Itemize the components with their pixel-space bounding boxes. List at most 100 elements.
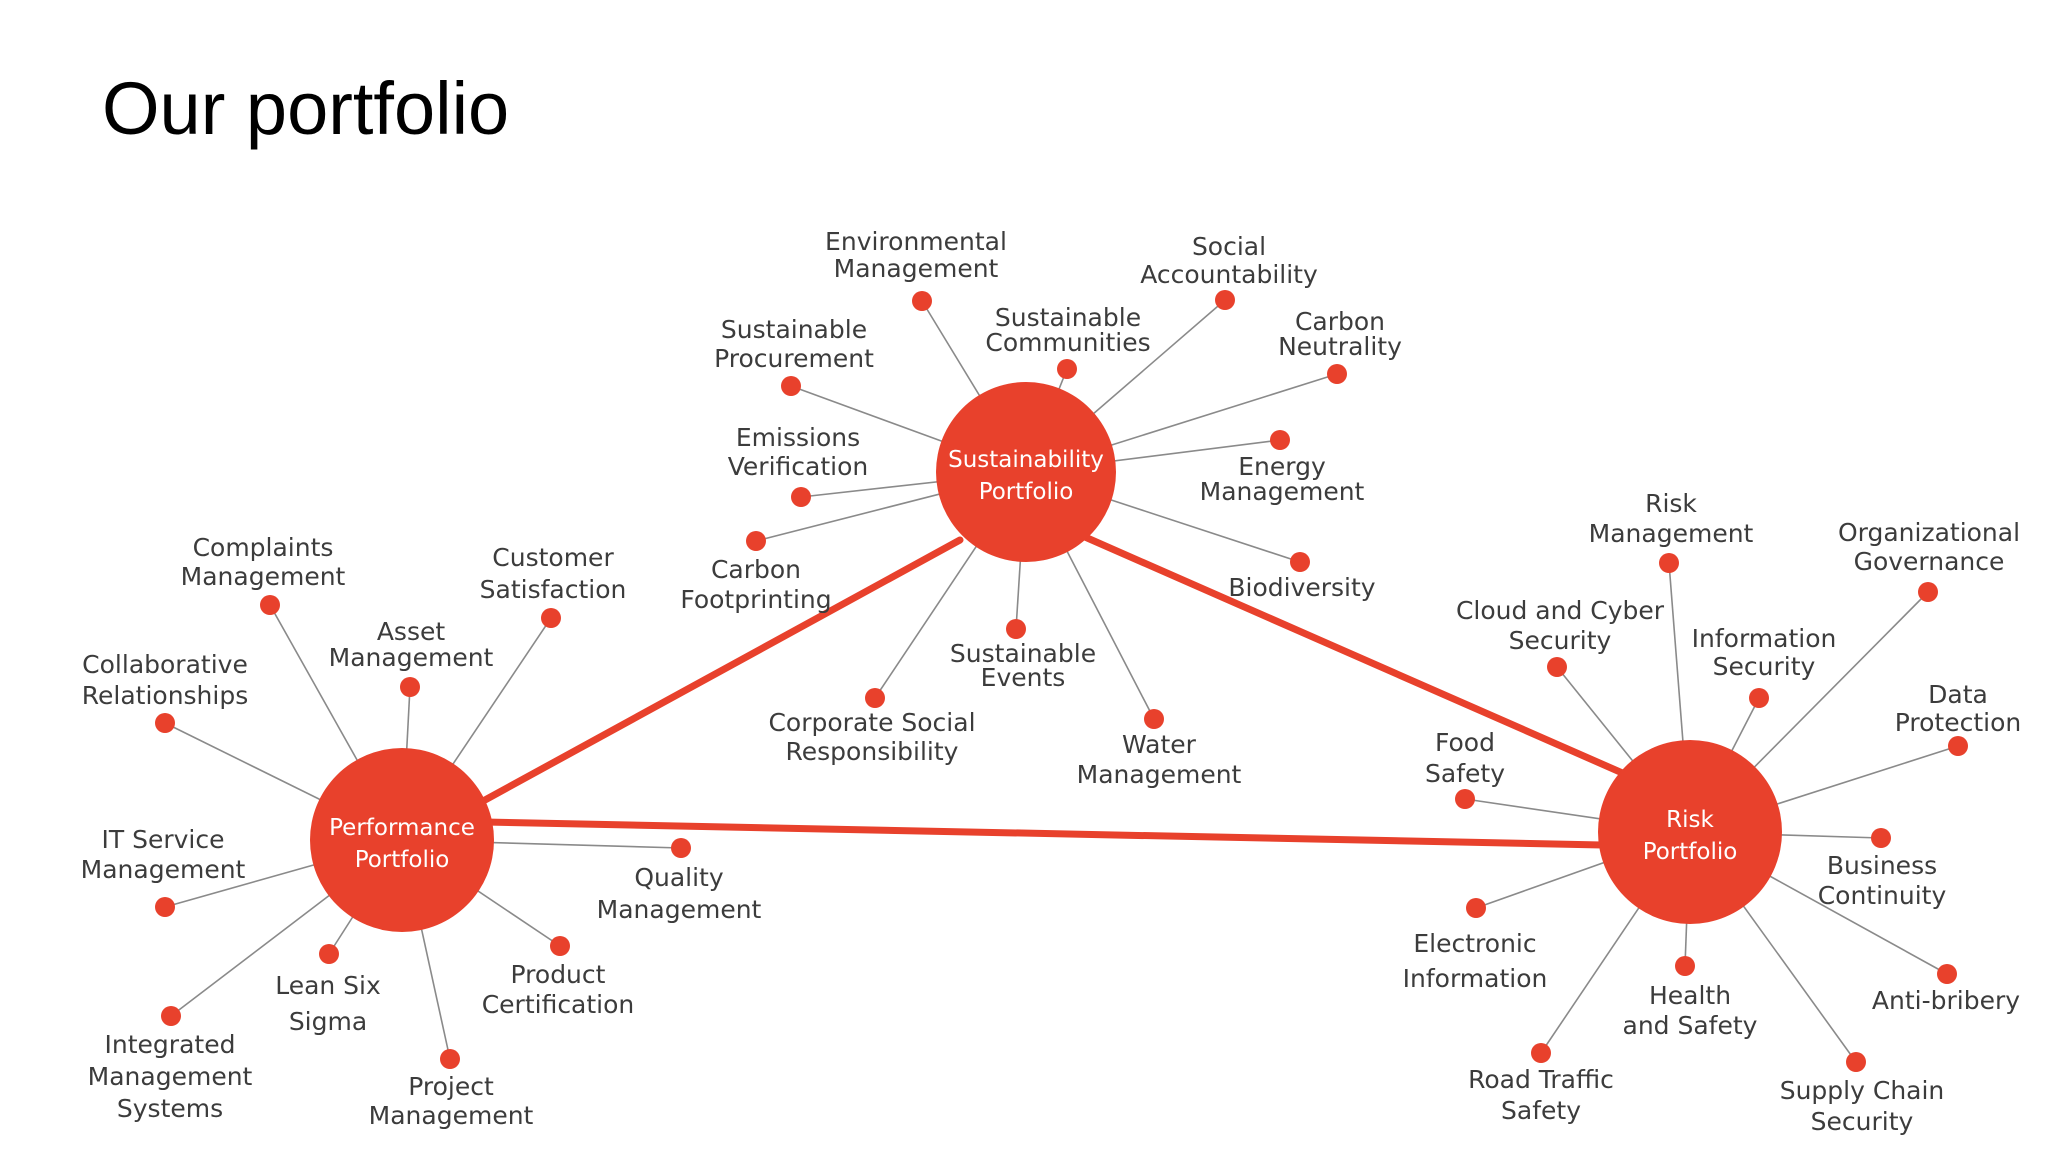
label-line: Safety	[1501, 1096, 1581, 1125]
label-biodiversity: Biodiversity	[1228, 573, 1375, 602]
dot-it-service-management	[155, 897, 175, 917]
label-line: Governance	[1854, 547, 2005, 576]
label-line: Relationships	[82, 681, 249, 710]
label-line: Business	[1827, 851, 1937, 880]
dot-risk-management	[1659, 553, 1679, 573]
label-line: Project	[408, 1072, 494, 1101]
dot-water-management	[1144, 709, 1164, 729]
dot-collaborative-relationships	[155, 713, 175, 733]
label-line: Footprinting	[680, 585, 831, 614]
dot-social-accountability	[1215, 290, 1235, 310]
dot-energy-management	[1270, 430, 1290, 450]
label-line: Food	[1435, 728, 1495, 757]
label-line: Quality	[634, 863, 724, 892]
dot-lean-six-sigma	[319, 944, 339, 964]
label-line: Responsibility	[786, 737, 959, 766]
dot-emissions-verification	[791, 487, 811, 507]
label-line: Management	[1200, 477, 1365, 506]
dot-carbon-neutrality	[1327, 364, 1347, 384]
label-line: Corporate Social	[768, 708, 975, 737]
label-line: Communities	[985, 328, 1150, 357]
label-line: Biodiversity	[1228, 573, 1375, 602]
dot-data-protection	[1948, 736, 1968, 756]
dot-organizational-governance	[1918, 582, 1938, 602]
label-line: Security	[1811, 1107, 1914, 1136]
label-line: Collaborative	[82, 650, 248, 679]
label-line: Continuity	[1818, 881, 1947, 910]
label-line: Management	[1077, 760, 1242, 789]
label-line: Verification	[728, 452, 868, 481]
portfolio-links	[481, 533, 1656, 849]
label-line: Data	[1928, 680, 1988, 709]
label-line: Management	[88, 1062, 253, 1091]
label-line: Lean Six	[275, 971, 381, 1000]
dot-corporate-social-responsibility	[865, 688, 885, 708]
link-performance-risk	[481, 818, 1606, 849]
dot-food-safety	[1455, 789, 1475, 809]
label-line: Carbon	[1295, 307, 1385, 336]
dot-complaints-management	[260, 595, 280, 615]
label-line: and Safety	[1623, 1011, 1758, 1040]
label-line: Accountability	[1140, 260, 1318, 289]
label-line: Safety	[1425, 759, 1505, 788]
label-line: Sustainable	[721, 315, 867, 344]
hub-label-line: Portfolio	[1643, 839, 1738, 865]
label-line: Information	[1403, 964, 1548, 993]
dot-sustainable-events	[1006, 619, 1026, 639]
label-anti-bribery: Anti-bribery	[1872, 986, 2020, 1015]
label-line: Management	[1589, 519, 1754, 548]
dot-product-certification	[550, 936, 570, 956]
label-line: Risk	[1645, 489, 1697, 518]
label-line: IT Service	[102, 825, 225, 854]
dot-biodiversity	[1290, 552, 1310, 572]
dot-environmental-management	[912, 291, 932, 311]
dot-business-continuity	[1871, 828, 1891, 848]
label-line: Satisfaction	[480, 575, 627, 604]
label-line: Organizational	[1838, 518, 2020, 547]
label-line: Carbon	[711, 555, 801, 584]
link-sustainability-risk	[1081, 533, 1656, 790]
label-line: Customer	[492, 543, 614, 572]
dot-integrated-management-systems	[161, 1006, 181, 1026]
label-line: Water	[1122, 730, 1197, 759]
dot-asset-management	[400, 677, 420, 697]
label-line: Management	[597, 895, 762, 924]
hub-performance	[310, 748, 494, 932]
label-line: Procurement	[714, 344, 874, 373]
label-line: Asset	[377, 617, 446, 646]
label-line: Social	[1192, 232, 1266, 261]
leaf-dots	[155, 290, 1968, 1072]
label-line: Sustainable	[950, 639, 1096, 668]
label-line: Integrated	[105, 1030, 236, 1059]
label-line: Neutrality	[1278, 332, 1402, 361]
hub-label-line: Portfolio	[355, 847, 450, 873]
label-line: Health	[1649, 981, 1731, 1010]
label-line: Management	[329, 643, 494, 672]
label-line: Events	[981, 663, 1066, 692]
hub-label-line: Performance	[329, 815, 475, 841]
label-line: Environmental	[825, 227, 1007, 256]
